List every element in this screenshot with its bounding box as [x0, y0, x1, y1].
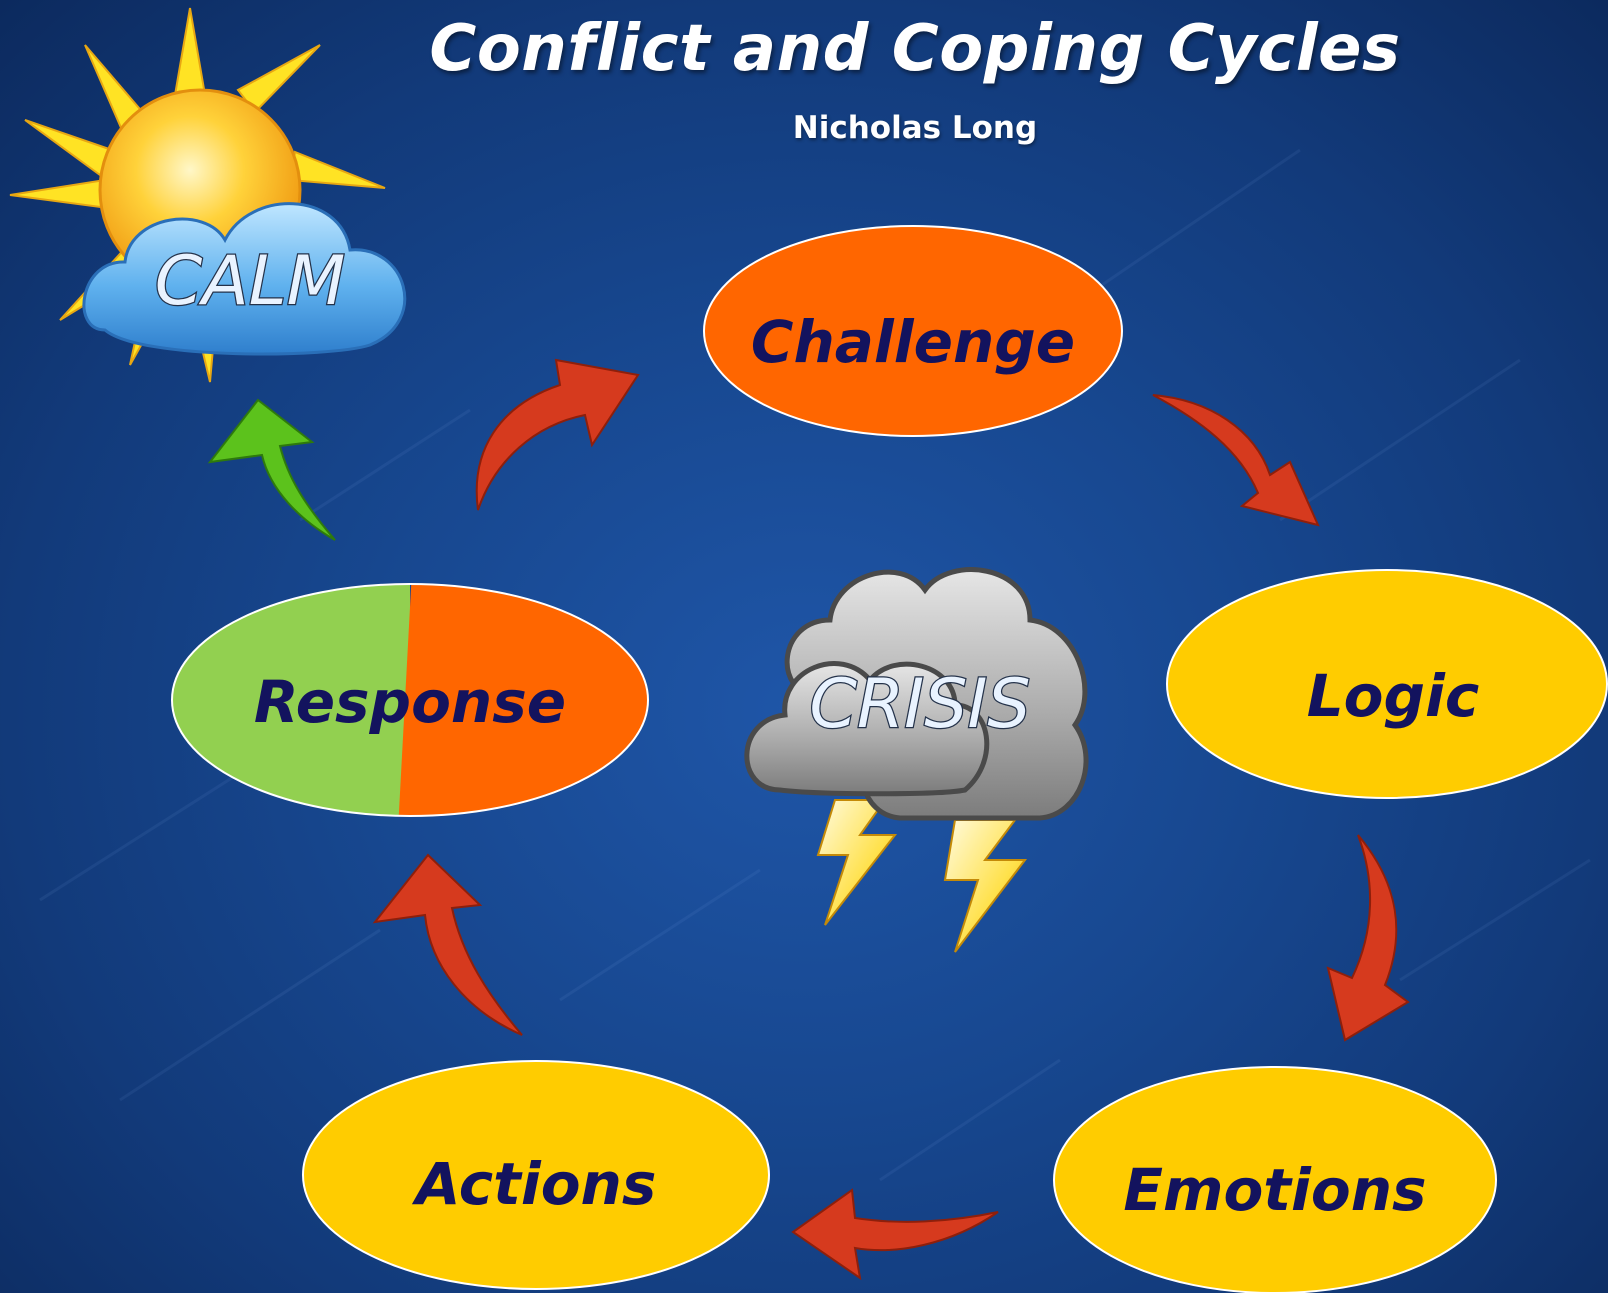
actions-ellipse [302, 1060, 770, 1290]
background-texture [39, 148, 1591, 1182]
node-logic: Logic [1166, 569, 1608, 799]
logic-label: Logic [1307, 662, 1480, 730]
node-response: Response [171, 583, 649, 817]
lightning-bolt-icon [943, 819, 1028, 953]
emotions-label: Emotions [1123, 1156, 1426, 1224]
calm-label: CALM [155, 242, 346, 321]
lightning-bolt-icon [816, 799, 898, 926]
response-label: Response [254, 668, 566, 736]
exit-arrow-shape [207, 398, 336, 541]
node-challenge: Challenge [703, 225, 1123, 437]
arrow-challenge-to-logic [1152, 394, 1320, 527]
challenge-ellipse [703, 225, 1123, 437]
crisis-storm-icon [744, 567, 1089, 953]
node-emotions: Emotions [1053, 1066, 1497, 1293]
arrow-response-to-calm [207, 398, 336, 541]
arrow-actions-to-response [372, 853, 523, 1036]
arrow-logic-to-emotions [1326, 834, 1410, 1042]
response-right-half [398, 584, 648, 816]
arrow-emotions-to-actions [791, 1188, 999, 1281]
logic-ellipse [1166, 569, 1608, 799]
emotions-ellipse [1053, 1066, 1497, 1293]
crisis-label: CRISIS [809, 665, 1030, 744]
slide-title: Conflict and Coping Cycles [429, 12, 1401, 86]
slide-author: Nicholas Long [792, 110, 1038, 146]
node-actions: Actions [302, 1060, 770, 1290]
actions-label: Actions [412, 1150, 657, 1218]
challenge-label: Challenge [751, 308, 1075, 376]
calm-cloud-icon [82, 202, 407, 356]
arrow-response-to-challenge [475, 358, 640, 511]
